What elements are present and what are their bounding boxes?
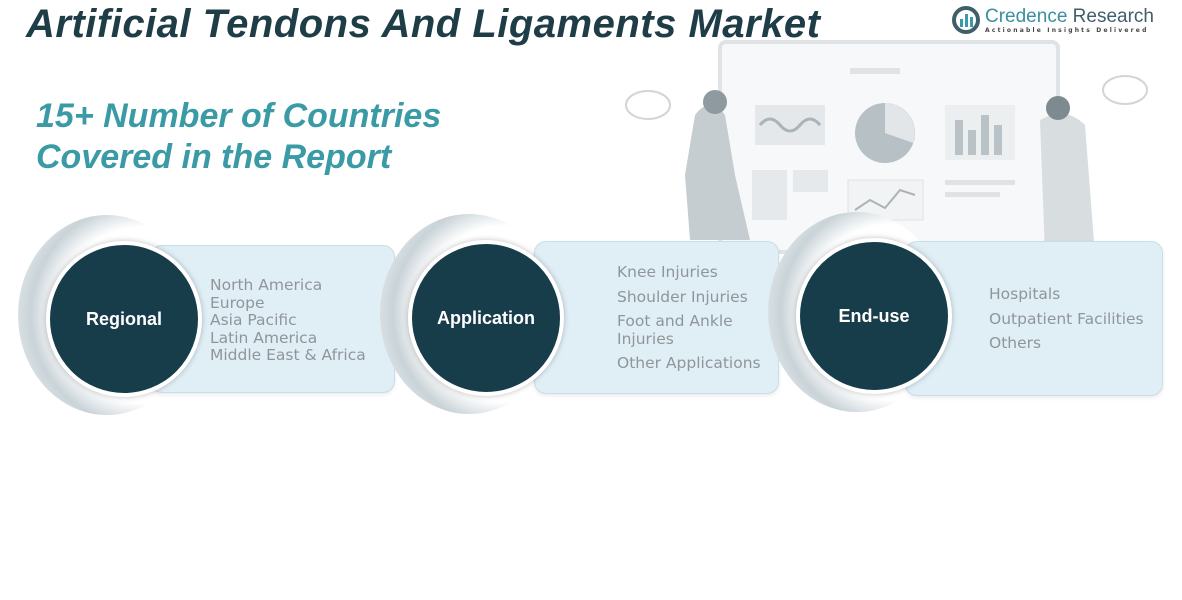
page-title: Artificial Tendons And Ligaments Market	[26, 2, 821, 46]
regional-items: North America Europe Asia Pacific Latin …	[210, 276, 366, 365]
list-item: North America	[210, 276, 323, 294]
list-item: Hospitals	[989, 285, 1061, 303]
presentation-illustration	[625, 40, 1148, 255]
list-item: Outpatient Facilities	[989, 309, 1144, 328]
logo-name-2: Research	[1067, 6, 1154, 27]
list-item: Others	[989, 334, 1042, 352]
logo-tagline: Actionable Insights Delivered	[985, 27, 1149, 34]
list-item: Latin America	[210, 328, 318, 347]
logo-name-1: Credence	[985, 6, 1068, 27]
subtitle-line-2: Covered in the Report	[36, 138, 392, 176]
list-item: Other Applications	[617, 354, 761, 372]
list-item: Shoulder Injuries	[617, 287, 748, 306]
regional-circle: Regional	[46, 241, 202, 397]
application-items: Knee Injuries Shoulder Injuries Foot and…	[617, 263, 761, 380]
list-item: Middle East & Africa	[210, 346, 366, 364]
application-circle: Application	[408, 240, 564, 396]
end-use-items: Hospitals Outpatient Facilities Others	[989, 285, 1144, 360]
list-item: Knee Injuries	[617, 263, 718, 281]
subtitle: 15+ Number of Countries Covered in the R…	[36, 96, 441, 178]
list-item: Europe	[210, 293, 265, 312]
list-item: Foot and Ankle Injuries	[617, 312, 733, 348]
end-use-circle: End-use	[796, 238, 952, 394]
logo-chart-icon	[952, 6, 980, 34]
subtitle-line-1: 15+ Number of Countries	[36, 97, 442, 135]
list-item: Asia Pacific	[210, 311, 297, 329]
credence-research-logo: Credence Research Actionable Insights De…	[952, 6, 1154, 34]
application-panel	[534, 241, 779, 394]
